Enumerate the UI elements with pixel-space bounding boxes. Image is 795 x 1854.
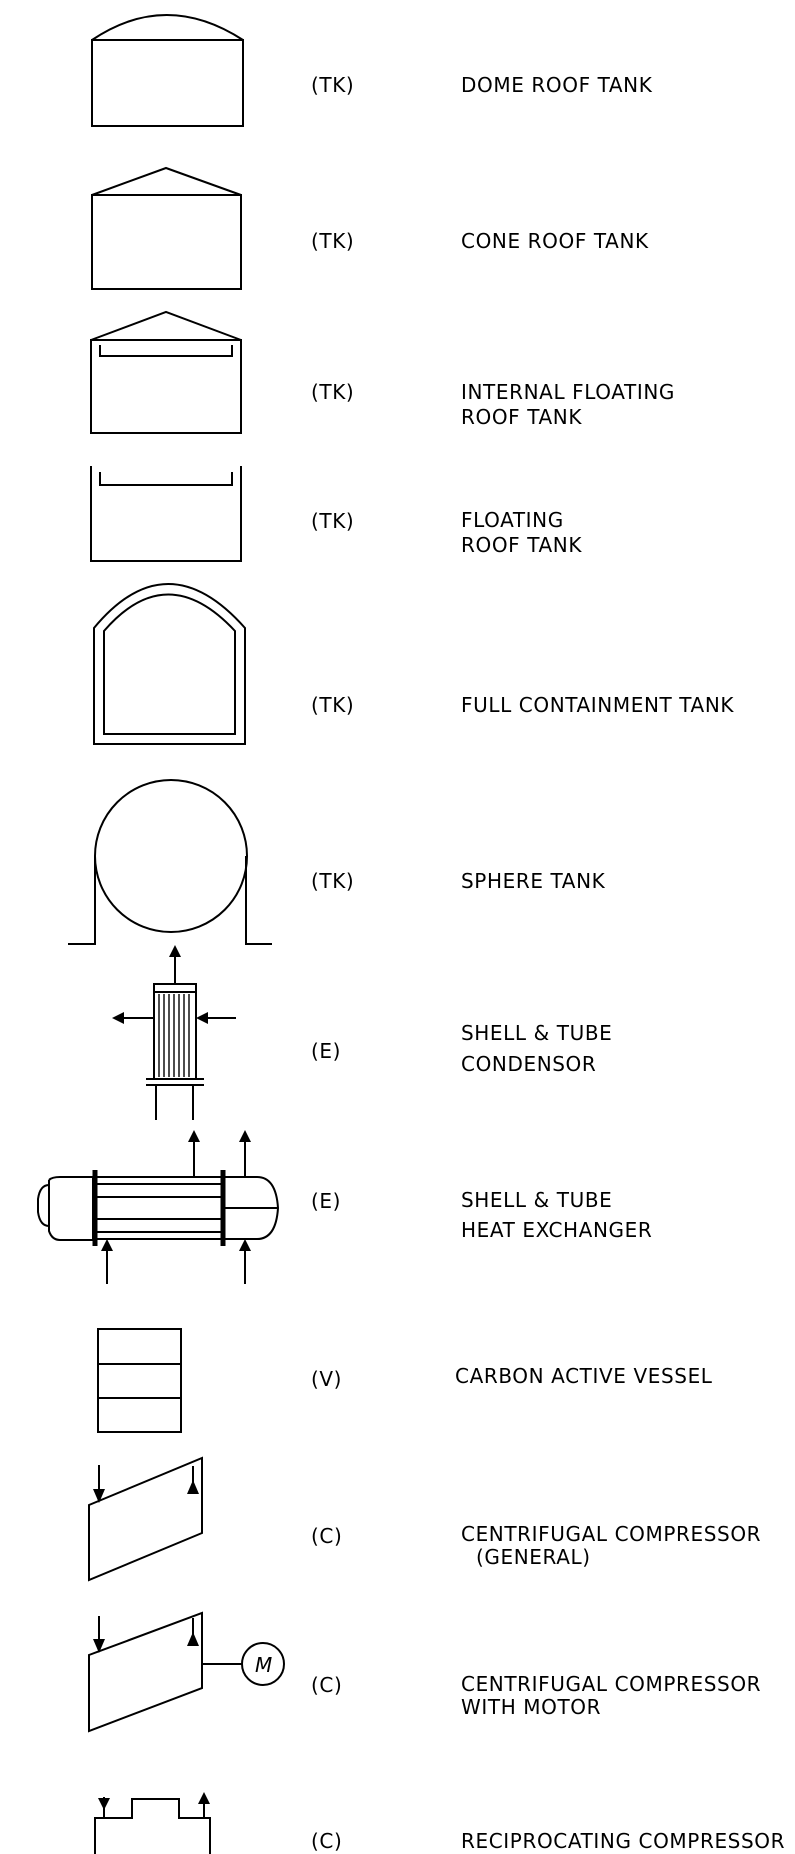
equipment-code: (E) xyxy=(311,1039,341,1063)
equipment-code: (TK) xyxy=(311,380,354,404)
cone-roof-tank-icon xyxy=(91,166,242,290)
equipment-description: SHELL & TUBE xyxy=(461,1021,612,1045)
dome-roof-tank-icon xyxy=(91,14,244,127)
equipment-description-line2: (GENERAL) xyxy=(476,1545,591,1569)
equipment-description: DOME ROOF TANK xyxy=(461,73,653,97)
equipment-code: (TK) xyxy=(311,229,354,253)
legend-row-shell-tube-condensor: (E) SHELL & TUBE CONDENSOR xyxy=(112,945,612,1120)
equipment-description: SPHERE TANK xyxy=(461,869,606,893)
floating-roof-tank-icon xyxy=(90,466,242,562)
equipment-description: CENTRIFUGAL COMPRESSOR xyxy=(461,1672,761,1696)
equipment-description-line2: HEAT EXCHANGER xyxy=(461,1218,652,1242)
legend-row-sphere-tank: (TK) SPHERE TANK xyxy=(68,779,606,945)
equipment-code: (TK) xyxy=(311,509,354,533)
legend-row-reciprocating-compressor: (C) RECIPROCATING COMPRESSOR xyxy=(94,1792,785,1854)
equipment-code: (C) xyxy=(311,1829,342,1853)
equipment-description: SHELL & TUBE xyxy=(461,1188,612,1212)
equipment-description: CARBON ACTIVE VESSEL xyxy=(455,1364,713,1388)
legend-row-dome-roof-tank: (TK) DOME ROOF TANK xyxy=(91,14,653,127)
legend-row-full-containment-tank: (TK) FULL CONTAINMENT TANK xyxy=(93,583,734,745)
sphere-tank-icon xyxy=(68,779,272,945)
equipment-code: (TK) xyxy=(311,869,354,893)
legend-row-cone-roof-tank: (TK) CONE ROOF TANK xyxy=(91,166,649,290)
legend-row-floating-roof-tank: (TK) FLOATING ROOF TANK xyxy=(90,466,582,562)
equipment-description: CENTRIFUGAL COMPRESSOR xyxy=(461,1522,761,1546)
centrifugal-compressor-icon xyxy=(88,1456,203,1582)
full-containment-tank-icon xyxy=(93,583,246,745)
equipment-description-line2: ROOF TANK xyxy=(461,533,582,557)
legend-row-internal-floating-roof-tank: (TK) INTERNAL FLOATING ROOF TANK xyxy=(90,310,675,434)
equipment-code: (V) xyxy=(311,1367,342,1391)
equipment-description: INTERNAL FLOATING xyxy=(461,380,675,404)
equipment-code: (TK) xyxy=(311,693,354,717)
legend-row-carbon-active-vessel: (V) CARBON ACTIVE VESSEL xyxy=(97,1328,713,1433)
carbon-active-vessel-icon xyxy=(97,1328,182,1433)
shell-tube-condensor-icon xyxy=(112,945,236,1120)
equipment-description: FLOATING xyxy=(461,508,564,532)
motor-label: M xyxy=(255,1653,273,1677)
legend-row-centrifugal-compressor-motor: M (C) CENTRIFUGAL COMPRESSOR WITH MOTOR xyxy=(88,1611,761,1733)
equipment-description-line2: WITH MOTOR xyxy=(461,1695,601,1719)
centrifugal-compressor-motor-icon: M xyxy=(88,1611,285,1733)
equipment-code: (C) xyxy=(311,1524,342,1548)
reciprocating-compressor-icon xyxy=(94,1792,211,1854)
shell-tube-heat-exchanger-icon xyxy=(37,1130,280,1284)
equipment-description: FULL CONTAINMENT TANK xyxy=(461,693,734,717)
equipment-description-line2: CONDENSOR xyxy=(461,1052,596,1076)
equipment-description: CONE ROOF TANK xyxy=(461,229,649,253)
internal-floating-roof-tank-icon xyxy=(90,310,242,434)
equipment-description-line2: ROOF TANK xyxy=(461,405,582,429)
equipment-description: RECIPROCATING COMPRESSOR xyxy=(461,1829,785,1853)
legend-row-shell-tube-heat-exchanger: (E) SHELL & TUBE HEAT EXCHANGER xyxy=(37,1130,652,1284)
equipment-code: (TK) xyxy=(311,73,354,97)
legend-row-centrifugal-compressor: (C) CENTRIFUGAL COMPRESSOR (GENERAL) xyxy=(88,1456,761,1582)
equipment-code: (E) xyxy=(311,1189,341,1213)
equipment-code: (C) xyxy=(311,1673,342,1697)
